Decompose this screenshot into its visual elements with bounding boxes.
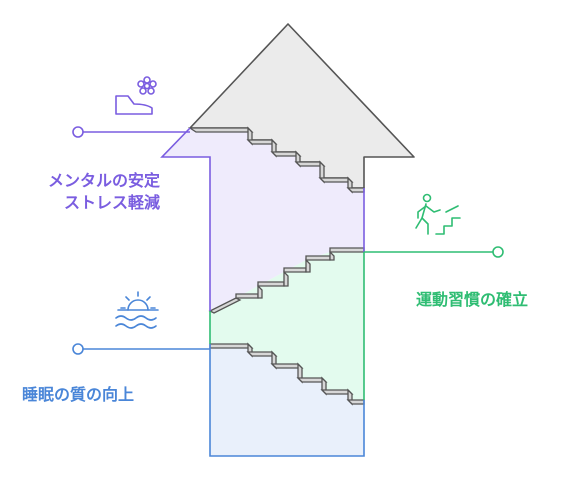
foot-flower-icon	[115, 76, 157, 115]
section-sleep	[210, 344, 364, 456]
stress-label: メンタルの安定 ストレス軽減	[48, 170, 160, 214]
upper-staircase	[187, 126, 365, 194]
stress-outline	[160, 127, 211, 311]
sleep-label-line-1: 睡眠の質の向上	[22, 385, 135, 404]
section-stress	[162, 128, 364, 311]
section-exercise	[210, 252, 364, 400]
exercise-label: 運動習慣の確立	[416, 289, 528, 311]
sunrise-waves-icon	[115, 291, 159, 329]
stress-label-line-1: メンタルの安定	[47, 171, 160, 190]
sleep-outline	[209, 344, 365, 457]
lower-staircase	[209, 342, 365, 406]
exercise-connector-dot	[492, 246, 504, 258]
sleep-label: 睡眠の質の向上	[22, 384, 134, 406]
middle-staircase	[208, 247, 365, 314]
running-stairs-icon	[415, 193, 461, 235]
exercise-label-line-1: 運動習慣の確立	[416, 290, 529, 309]
stress-connector-dot	[72, 126, 84, 138]
stress-label-line-2: ストレス軽減	[63, 193, 160, 212]
sleep-connector-dot	[72, 343, 84, 355]
